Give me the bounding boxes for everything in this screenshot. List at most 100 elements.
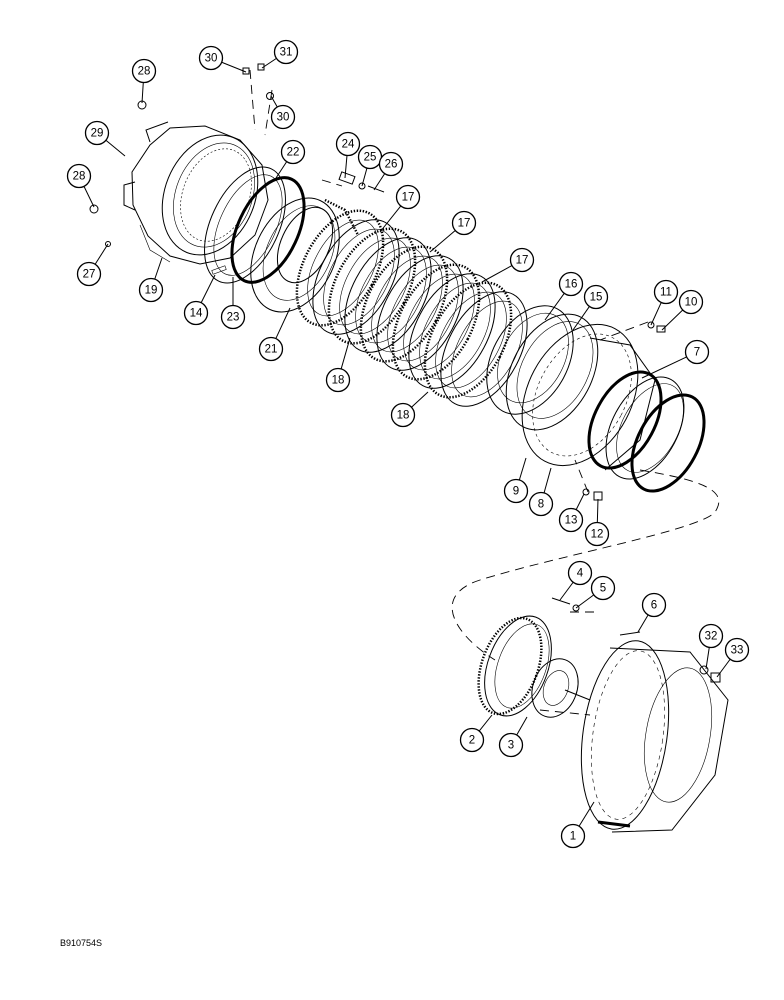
callout-number: 17 (458, 218, 471, 230)
part-2-ring-gear (477, 615, 552, 717)
callout-22: 22 (280, 139, 306, 165)
leader-line (411, 391, 429, 408)
leader-line (379, 205, 402, 233)
callout-28: 28 (66, 163, 92, 189)
callout-30: 30 (198, 45, 224, 71)
callout-circle (678, 289, 704, 315)
parts-15-16-plates (486, 305, 599, 431)
callout-circle (395, 184, 421, 210)
leader-line (261, 57, 277, 69)
leader-lines (83, 57, 731, 827)
callout-number: 8 (538, 499, 544, 511)
callout-number: 31 (280, 47, 293, 59)
callout-circle (590, 575, 616, 601)
leader-line (481, 265, 513, 283)
callout-number: 29 (91, 128, 104, 140)
callout-circle (503, 478, 529, 504)
callout-number: 2 (469, 735, 475, 747)
callout-circle (509, 247, 535, 273)
callout-number: 22 (287, 147, 300, 159)
callout-circle (258, 336, 284, 362)
callout-number: 19 (145, 285, 158, 297)
leader-line (716, 658, 731, 678)
parts-17-18-clutch-discs (295, 209, 528, 407)
callout-number: 11 (660, 287, 672, 299)
callout-circle (76, 261, 102, 287)
leader-line (516, 716, 528, 736)
callout-1: 1 (560, 823, 586, 849)
callout-31: 31 (273, 39, 299, 65)
callout-circle (698, 623, 724, 649)
callout-5: 5 (590, 575, 616, 601)
callout-circle (498, 732, 524, 758)
leader-line (575, 594, 595, 609)
callout-17: 17 (451, 210, 477, 236)
callout-circle (270, 104, 296, 130)
clutch-disc-outer (327, 227, 417, 345)
callout-number: 30 (277, 112, 290, 124)
clutch-disc-outer (312, 219, 400, 335)
callout-circle (66, 163, 92, 189)
leader-line (344, 155, 348, 179)
leader-line (275, 161, 288, 179)
callout-number: 14 (190, 308, 203, 320)
small-fasteners-right (551, 321, 721, 683)
leader-line (373, 173, 386, 191)
callout-number: 28 (138, 66, 151, 78)
clutch-disc-outer (376, 255, 464, 371)
callout-circle (560, 823, 586, 849)
callout-circle (84, 120, 110, 146)
callout-18: 18 (390, 402, 416, 428)
leader-line (543, 467, 552, 494)
leader-line (94, 243, 109, 265)
part-19-clutch-housing (123, 121, 269, 275)
clutch-disc-inner (355, 246, 427, 344)
callout-32: 32 (698, 623, 724, 649)
callout-17: 17 (509, 247, 535, 273)
callout-number: 28 (73, 171, 86, 183)
callout-number: 16 (565, 279, 578, 291)
leader-line (572, 306, 590, 331)
callout-circle (583, 284, 609, 310)
leader-line (641, 356, 687, 379)
callout-3: 3 (498, 732, 524, 758)
clutch-disc-inner (419, 282, 491, 380)
callout-circle (459, 727, 485, 753)
callout-number: 10 (685, 297, 698, 309)
leader-line (200, 274, 216, 303)
callout-number: 7 (694, 347, 700, 359)
callout-circle (390, 402, 416, 428)
leader-line (705, 647, 710, 670)
callout-10: 10 (678, 289, 704, 315)
callout-23: 23 (220, 304, 246, 330)
callout-circle (558, 271, 584, 297)
leader-line (361, 167, 368, 187)
callout-circle (724, 637, 750, 663)
leader-line (596, 498, 599, 523)
callout-28: 28 (131, 58, 157, 84)
clutch-disc-outer (391, 263, 481, 381)
callout-17: 17 (395, 184, 421, 210)
leader-line (83, 186, 95, 208)
callout-6: 6 (641, 592, 667, 618)
callout-2: 2 (459, 727, 485, 753)
leader-line (544, 293, 565, 321)
callout-14: 14 (183, 300, 209, 326)
callout-29: 29 (84, 120, 110, 146)
part-7-seal-rings (587, 370, 706, 493)
clutch-disc-outer (344, 237, 432, 353)
leader-line (575, 493, 585, 510)
clutch-disc-inner (403, 273, 475, 371)
assembly-dashed-lines (249, 69, 720, 716)
callout-circle (183, 300, 209, 326)
part-22-23-seals (204, 166, 306, 284)
leader-line (105, 139, 126, 157)
callout-number: 15 (590, 292, 603, 304)
clutch-disc-outer (408, 273, 496, 389)
callout-26: 26 (378, 151, 404, 177)
leader-line (275, 307, 291, 339)
callout-4: 4 (567, 560, 593, 586)
clutch-disc-inner (451, 300, 523, 398)
callout-15: 15 (583, 284, 609, 310)
